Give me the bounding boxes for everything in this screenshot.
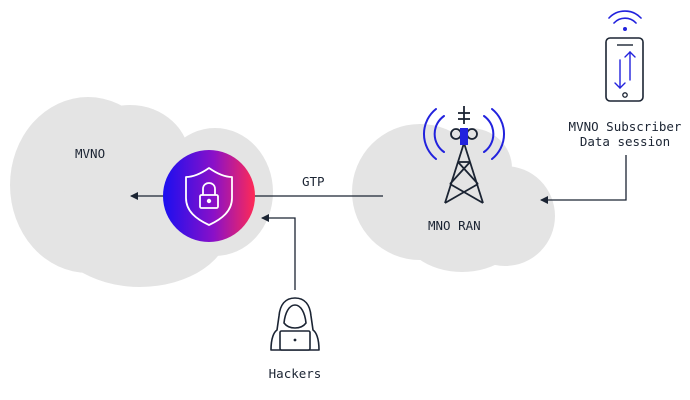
- mno-ran-label: MNO RAN: [428, 218, 481, 233]
- security-gateway: [163, 150, 255, 242]
- subscriber-arrow: [540, 155, 627, 204]
- gtp-label: GTP: [302, 174, 325, 189]
- connections: [130, 155, 627, 290]
- cell-tower-icon: [423, 106, 505, 204]
- shield-lock-icon: [185, 167, 233, 226]
- hooded-hacker-icon: [270, 297, 320, 351]
- subscriber-label-line2: Data session: [580, 134, 670, 149]
- mvno-label: MVNO: [75, 146, 105, 161]
- subscriber-label-line1: MVNO Subscriber: [569, 119, 682, 134]
- hackers-label: Hackers: [269, 366, 322, 381]
- smartphone-icon: [605, 10, 644, 102]
- hacker-arrow: [261, 214, 296, 290]
